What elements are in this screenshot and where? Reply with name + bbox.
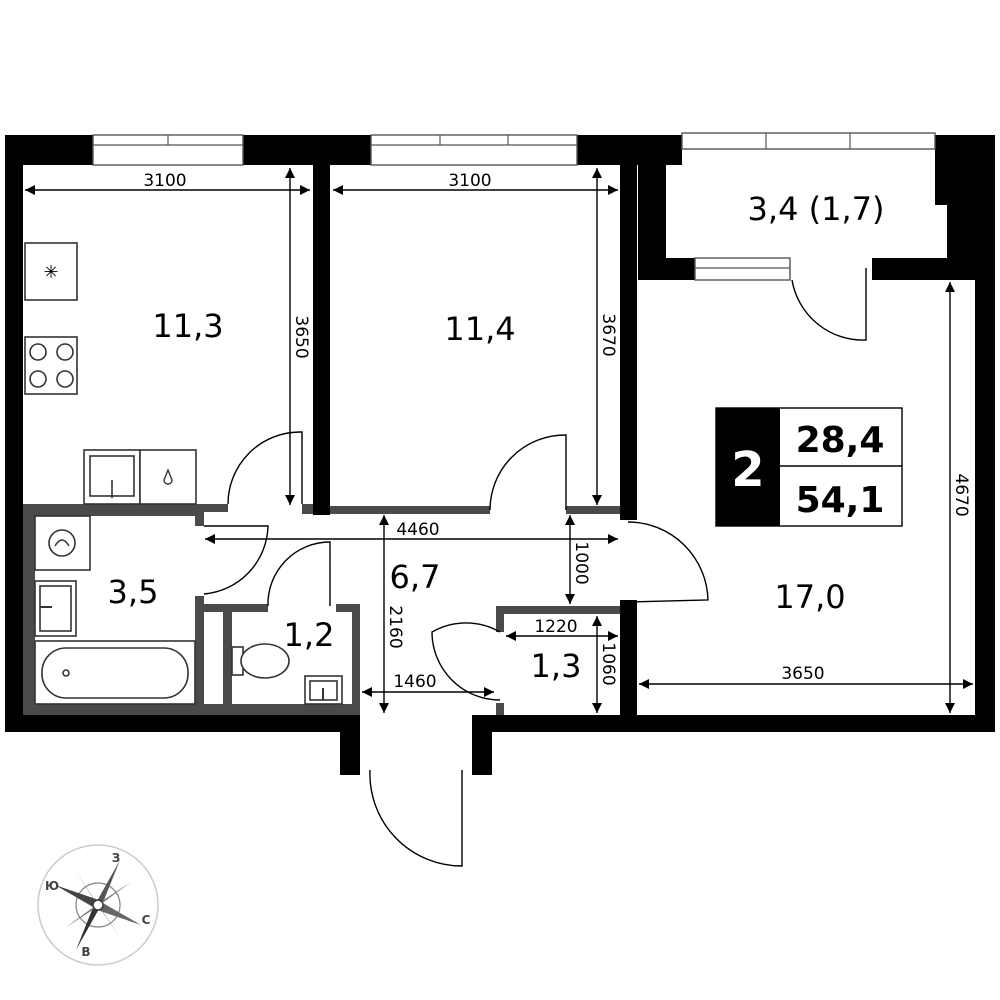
compass-icon: З Ю С В [37, 844, 159, 966]
outer-walls [5, 135, 995, 775]
dishwasher-icon [139, 449, 197, 505]
bedroom-window [370, 134, 578, 166]
dim-living-width: 3650 [781, 664, 824, 684]
area-summary-badge: 2 28,4 54,1 [715, 407, 903, 527]
balcony-door-window [694, 257, 791, 281]
dim-corridor-width: 1000 [571, 541, 591, 584]
living-area: 28,4 [796, 420, 885, 461]
room-area-wc: 1,2 [284, 616, 335, 654]
room-area-kitchen: 11,3 [152, 307, 223, 345]
room-area-bathroom: 3,5 [108, 573, 159, 611]
compass-east: С [142, 913, 151, 927]
kitchen-window [92, 134, 244, 166]
bath-sink-icon [34, 580, 77, 637]
compass-north: З [112, 851, 121, 865]
wc-sink-icon [304, 675, 343, 705]
room-area-hall: 6,7 [390, 558, 441, 596]
dim-closet-width: 1220 [534, 617, 577, 637]
stove-icon [24, 336, 78, 395]
rooms-count: 2 [731, 442, 764, 498]
dim-hall-depth: 2160 [385, 605, 405, 648]
fridge-icon: ✳ [24, 242, 78, 301]
compass-south: В [81, 945, 90, 959]
toilet-icon [231, 643, 290, 679]
fixtures: ✳ [24, 242, 343, 705]
doors [203, 268, 867, 867]
dim-bedroom-width: 3100 [448, 171, 491, 191]
total-area: 54,1 [796, 480, 885, 521]
kitchen-sink-icon [83, 449, 141, 505]
dim-kitchen-length: 3650 [291, 315, 311, 358]
dim-bedroom-length: 3670 [598, 313, 618, 356]
dim-entry-width: 1460 [393, 672, 436, 692]
room-area-living: 17,0 [774, 578, 845, 616]
washing-machine-icon [34, 515, 91, 571]
windows [92, 132, 936, 281]
svg-text:✳: ✳ [43, 262, 58, 283]
dimension-lines [25, 168, 973, 713]
bathtub-icon [34, 640, 196, 705]
room-area-balcony: 3,4 (1,7) [748, 190, 885, 228]
dim-kitchen-width: 3100 [143, 171, 186, 191]
inner-walls [23, 504, 620, 715]
room-area-bedroom: 11,4 [444, 310, 515, 348]
compass-west: Ю [45, 879, 59, 893]
dim-living-length: 4670 [951, 473, 971, 516]
room-areas: 11,3 11,4 3,4 (1,7) 17,0 6,7 3,5 1,2 1,3 [108, 190, 885, 685]
dim-hall-width: 4460 [396, 520, 439, 540]
room-area-closet: 1,3 [531, 647, 582, 685]
balcony-window [681, 132, 936, 150]
dimension-labels: 3100 3100 3650 3670 4670 3650 4460 2160 … [143, 171, 971, 692]
dim-closet-depth: 1060 [598, 642, 618, 685]
